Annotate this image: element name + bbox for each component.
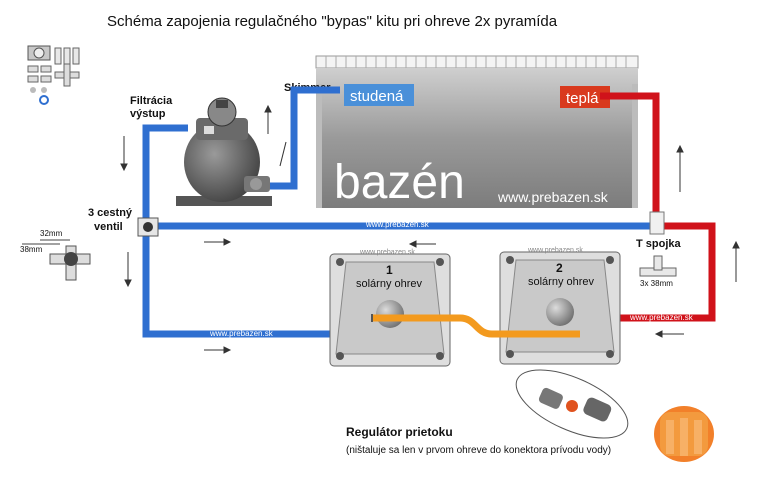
filtration-label-2: výstup — [130, 108, 166, 120]
heater-2-watermark: www.prebazen.sk — [527, 247, 583, 254]
heater-2-number: 2 — [556, 261, 563, 275]
filtration-label-1: Filtrácia — [130, 95, 173, 107]
t-joint-icon — [639, 255, 677, 277]
cold-badge — [344, 84, 414, 106]
valve-detail — [22, 239, 91, 281]
diagram-title: Schéma zapojenia regulačného "bypas" kit… — [107, 13, 558, 30]
heater-2-label: solárny ohrev — [528, 276, 595, 288]
t-joint — [649, 211, 665, 235]
regulator-note: (ništaluje sa len v prvom ohreve do kone… — [346, 445, 611, 456]
cold-label: studená — [350, 88, 404, 105]
t-joint-label: T spojka — [636, 238, 682, 250]
warm-badge — [560, 86, 610, 108]
dim-38: 38mm — [20, 245, 43, 254]
heater-1-watermark: www.prebazen.sk — [359, 249, 415, 256]
regulator-title: Regulátor prietoku — [346, 425, 453, 439]
pipe-watermark-2: www.prebazen.sk — [209, 329, 274, 338]
heater-1-label: solárny ohrev — [356, 278, 423, 290]
regulator-callout — [515, 369, 629, 439]
flow-arrows — [120, 104, 740, 354]
pipe-watermark-1: www.prebazen.sk — [365, 220, 430, 229]
heater-1-number: 1 — [386, 263, 393, 277]
pipe-watermark-3: www.prebazen.sk — [629, 313, 694, 322]
parts-kit-icon — [27, 45, 80, 105]
regulator-part — [654, 406, 714, 462]
warm-label: teplá — [566, 90, 599, 107]
dim-32: 32mm — [40, 229, 63, 238]
t-joint-size: 3x 38mm — [640, 279, 673, 288]
warm-inlet-pipe — [600, 92, 660, 226]
skimmer-pipe — [270, 86, 340, 190]
pool-label: bazén — [334, 156, 465, 209]
three-way-valve — [137, 217, 159, 237]
sand-filter — [176, 97, 272, 206]
heater-link-pipe — [372, 314, 580, 338]
pool-rim-tiles — [325, 56, 627, 68]
warm-return-pipe — [606, 222, 716, 322]
pool-website: www.prebazen.sk — [497, 189, 609, 205]
valve-label-1: 3 cestný — [88, 207, 133, 219]
valve-label-2: ventil — [94, 221, 123, 233]
